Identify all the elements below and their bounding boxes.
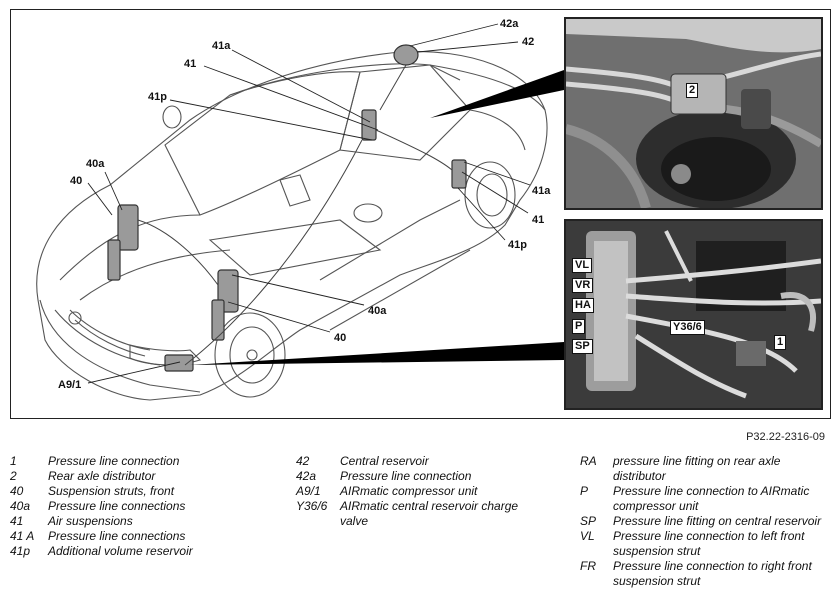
legend-description: Air suspensions <box>48 514 133 528</box>
legend-key: 41p <box>10 544 31 558</box>
legend-description: Pressure line connection to AIRmatic com… <box>613 484 810 513</box>
callout-40a-mid: 40a <box>368 305 387 317</box>
label-p: P <box>572 319 586 334</box>
legend-key: 41 <box>10 514 24 528</box>
callout-42: 42 <box>522 36 535 48</box>
legend-column-3: RA pressure line fitting on rear axle dis… <box>580 454 832 589</box>
legend-description: Additional volume reservoir <box>48 544 193 558</box>
legend-key: 42a <box>296 469 317 483</box>
legend-item: VL Pressure line connection to left front… <box>580 529 832 559</box>
photo-charge-valve: VL VR HA P SP Y36/6 1 <box>564 219 823 410</box>
legend-description: pressure line fitting on rear axle distr… <box>613 454 781 483</box>
legend-item: 2 Rear axle distributor <box>10 469 275 484</box>
legend-key: 41 A <box>10 529 35 543</box>
legend-description: Rear axle distributor <box>48 469 156 483</box>
legend-item: 41 A Pressure line connections <box>10 529 275 544</box>
label-1: 1 <box>774 335 787 350</box>
legend-item: FR Pressure line connection to right fron… <box>580 559 832 589</box>
callout-40-left: 40 <box>70 175 83 187</box>
legend-description: Pressure line connections <box>48 499 186 513</box>
legend-description: AIRmatic compressor unit <box>340 484 478 498</box>
callout-42a: 42a <box>500 18 519 30</box>
legend-description: Pressure line fitting on central reservo… <box>613 514 822 528</box>
legend-item: 42 Central reservoir <box>296 454 546 469</box>
legend-description: Pressure line connection <box>340 469 472 483</box>
callout-41a-right: 41a <box>532 185 551 197</box>
callout-41p-top: 41p <box>148 91 167 103</box>
callout-41a-top: 41a <box>212 40 231 52</box>
callout-41p-right: 41p <box>508 239 527 251</box>
legend-key: 1 <box>10 454 17 468</box>
photo-rear-axle-distributor: 2 <box>564 17 823 210</box>
legend-description: Pressure line connection <box>48 454 180 468</box>
label-vr: VR <box>572 278 594 293</box>
legend-key: FR <box>580 559 596 573</box>
legend-description: AIRmatic central reservoir charge valve <box>340 499 519 528</box>
callout-40a-left: 40a <box>86 158 105 170</box>
legend-key: 2 <box>10 469 17 483</box>
legend-item: SP Pressure line fitting on central reser… <box>580 514 832 529</box>
legend-description: Pressure line connection to right front … <box>613 559 812 588</box>
label-y36-6: Y36/6 <box>670 320 705 335</box>
legend-description: Central reservoir <box>340 454 429 468</box>
legend-key: P <box>580 484 589 498</box>
label-vl: VL <box>572 258 593 273</box>
legend-key: Y36/6 <box>296 499 328 513</box>
legend-key: VL <box>580 529 595 543</box>
legend-item: RA pressure line fitting on rear axle dis… <box>580 454 832 484</box>
reference-code: P32.22-2316-09 <box>746 431 825 443</box>
legend-key: RA <box>580 454 597 468</box>
callout-41-right: 41 <box>532 214 545 226</box>
legend-item: P Pressure line connection to AIRmatic co… <box>580 484 832 514</box>
label-sp: SP <box>572 339 593 354</box>
callout-a9-1: A9/1 <box>58 379 82 391</box>
callout-41-top: 41 <box>184 58 197 70</box>
legend-key: A9/1 <box>296 484 321 498</box>
legend-column-2: 42 Central reservoir 42a Pressure line conn… <box>296 454 546 529</box>
legend-column-1: 1 Pressure line connection 2 Rear axle dist… <box>10 454 275 559</box>
legend-item: A9/1 AIRmatic compressor unit <box>296 484 546 499</box>
legend-item: 41 Air suspensions <box>10 514 275 529</box>
legend-item: Y36/6 AIRmatic central reservoir charge v… <box>296 499 546 529</box>
legend-item: 40a Pressure line connections <box>10 499 275 514</box>
legend-key: 40a <box>10 499 31 513</box>
label-2: 2 <box>686 83 699 98</box>
legend-description: Suspension struts, front <box>48 484 175 498</box>
legend-item: 1 Pressure line connection <box>10 454 275 469</box>
legend-item: 42a Pressure line connection <box>296 469 546 484</box>
label-ha: HA <box>572 298 594 313</box>
legend-key: 42 <box>296 454 310 468</box>
legend-item: 40 Suspension struts, front <box>10 484 275 499</box>
legend-description: Pressure line connections <box>48 529 186 543</box>
legend-key: SP <box>580 514 597 528</box>
car-diagram <box>36 23 564 401</box>
legend-item: 41p Additional volume reservoir <box>10 544 275 559</box>
legend-key: 40 <box>10 484 24 498</box>
callout-40-mid: 40 <box>334 332 347 344</box>
legend-description: Pressure line connection to left front s… <box>613 529 805 558</box>
